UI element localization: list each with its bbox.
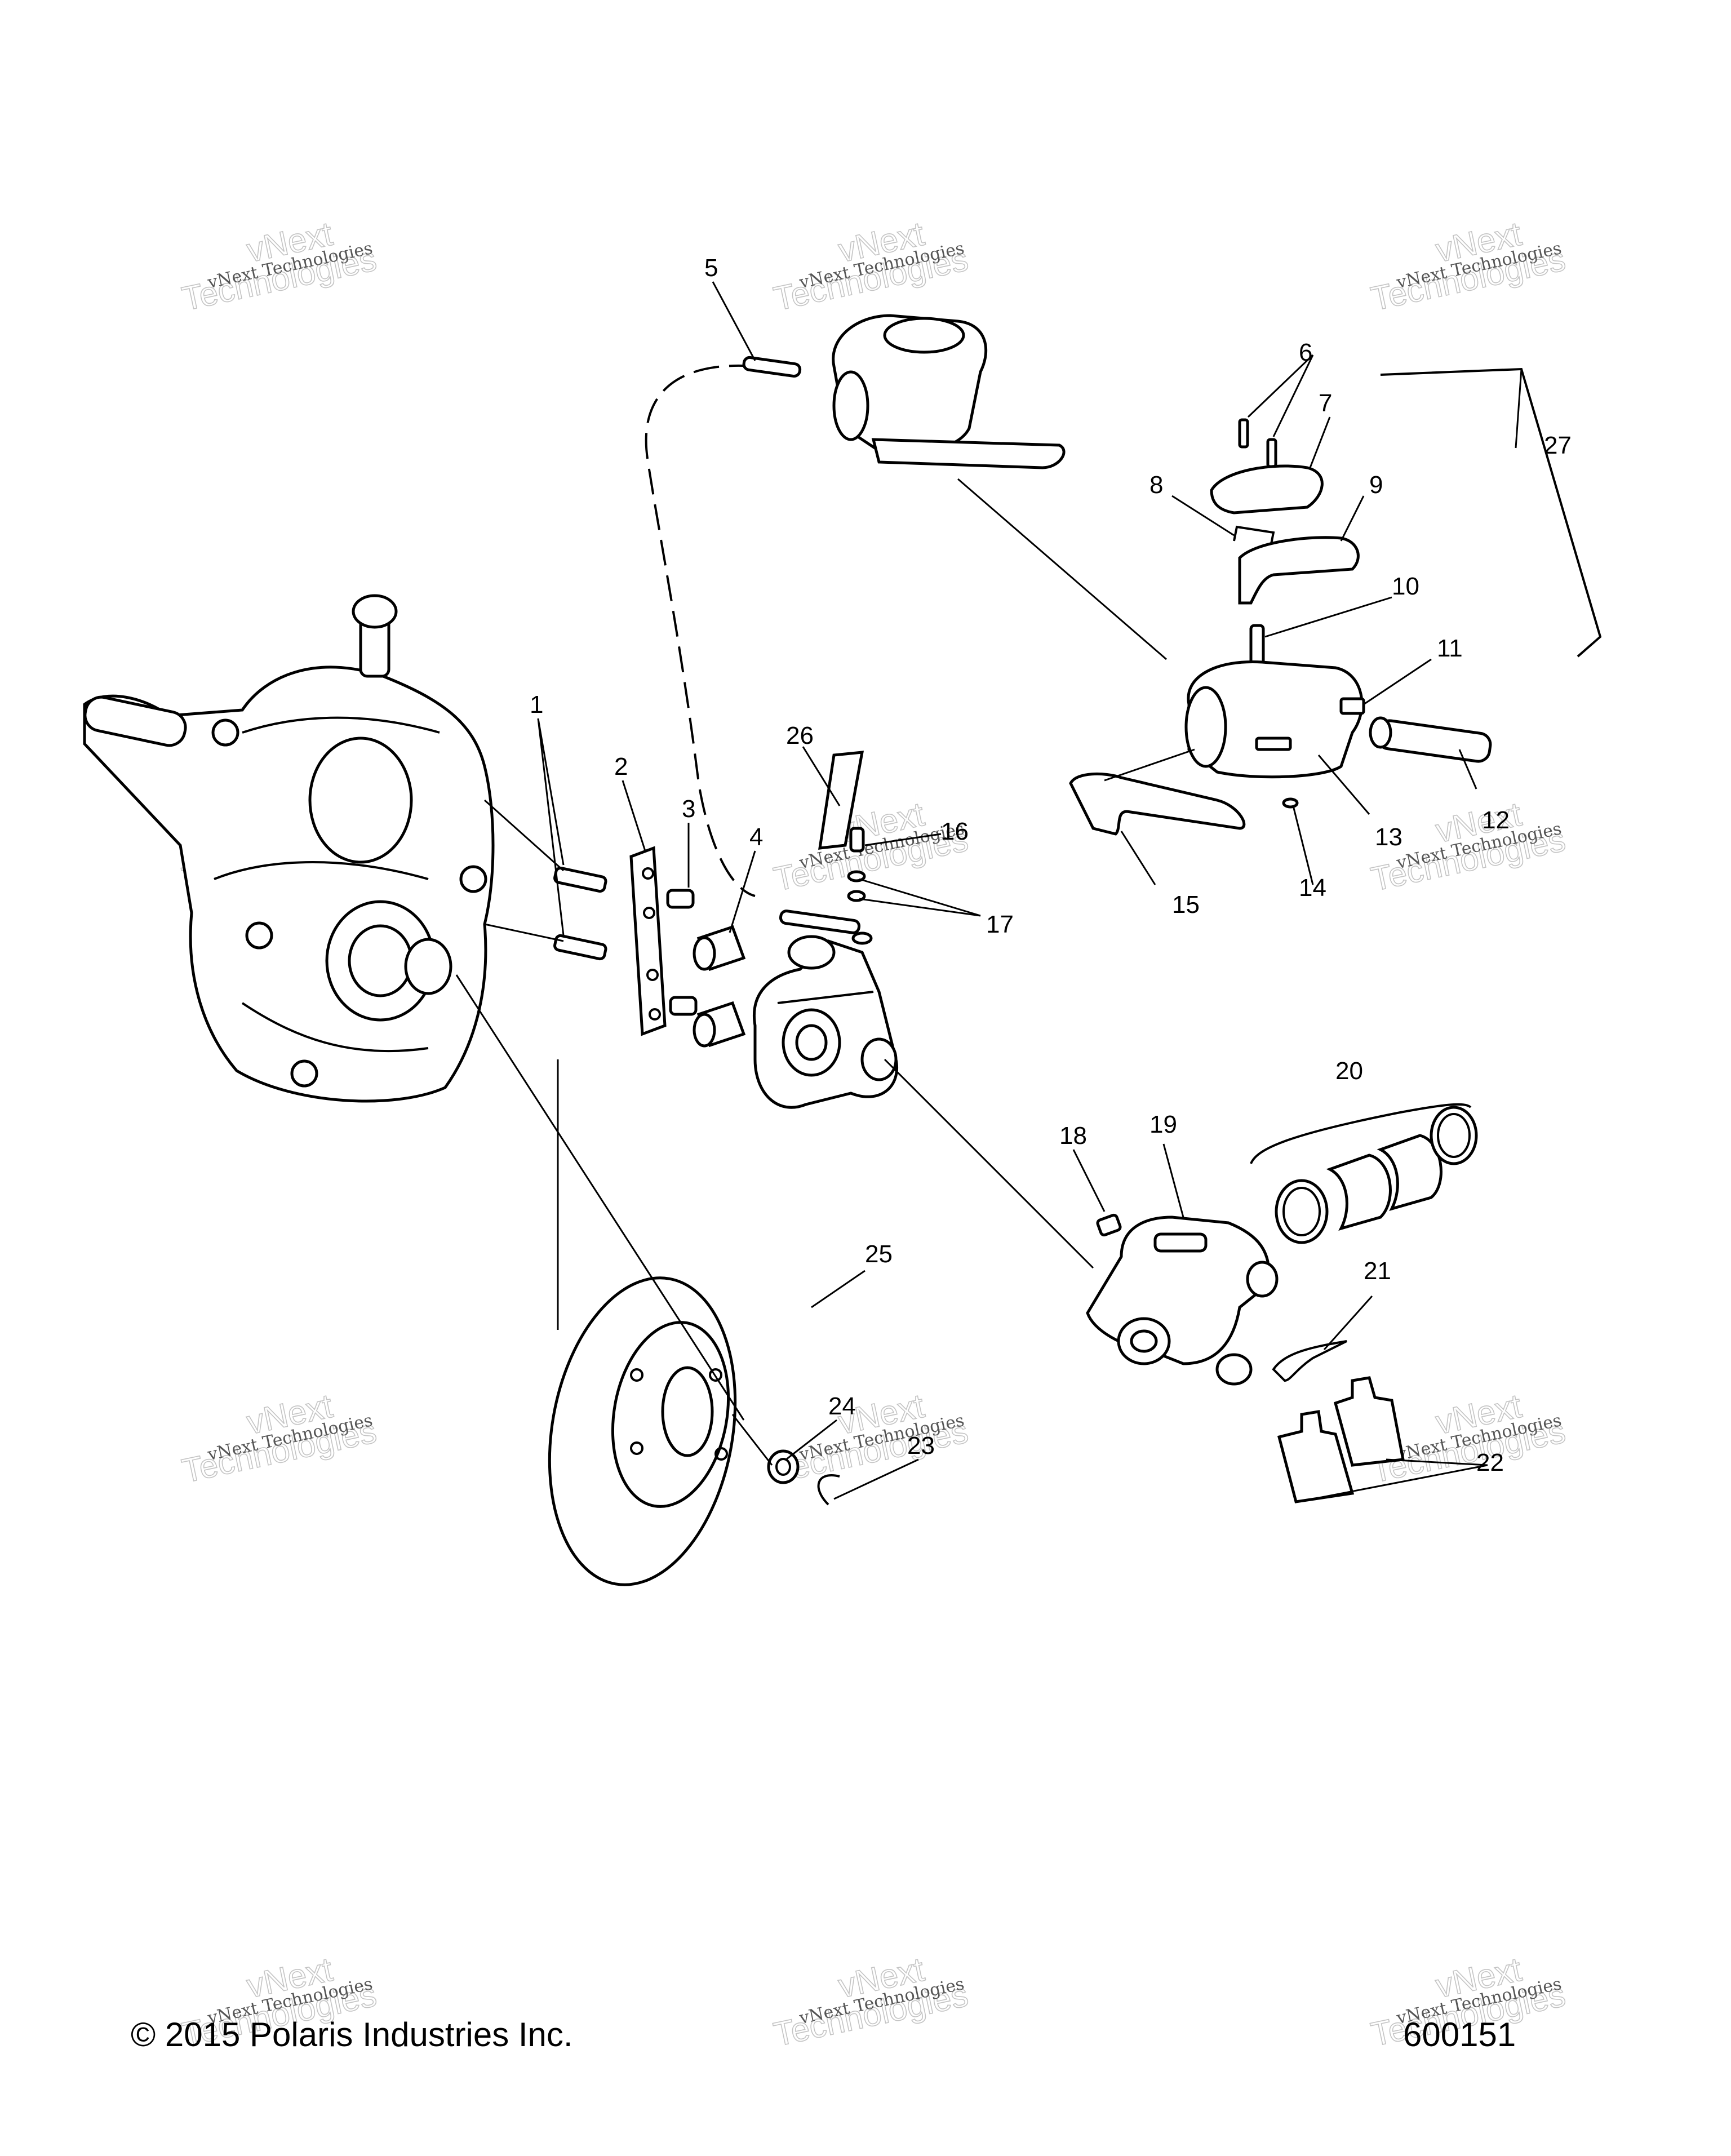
callout-18: 18	[1059, 1122, 1087, 1150]
brake-switch	[1339, 697, 1365, 715]
callout-25: 25	[865, 1240, 893, 1268]
callout-3: 3	[682, 795, 695, 823]
assembly-bracket-27	[1380, 367, 1602, 658]
bushings	[693, 925, 746, 1048]
callout-leaders	[537, 281, 1523, 1500]
brake-disc	[548, 1276, 737, 1586]
o-ring-small	[1282, 797, 1299, 809]
callout-17: 17	[986, 911, 1014, 938]
retaining-clip	[1233, 525, 1275, 547]
callout-16: 16	[941, 818, 969, 845]
copyright-text: © 2015 Polaris Industries Inc.	[131, 2016, 573, 2053]
warning-tag	[818, 751, 864, 850]
callout-27: 27	[1544, 432, 1572, 459]
retaining-ring	[817, 1474, 840, 1506]
brace-20	[1250, 1103, 1472, 1164]
callout-9: 9	[1369, 471, 1383, 499]
mounting-bracket	[629, 846, 667, 1036]
callout-23: 23	[907, 1432, 935, 1459]
callout-15: 15	[1172, 891, 1200, 919]
callout-1: 1	[530, 691, 543, 718]
master-cylinder-body	[1184, 660, 1364, 779]
reservoir-cover	[1210, 464, 1324, 514]
callout-11: 11	[1437, 635, 1463, 662]
callout-20: 20	[1335, 1057, 1363, 1085]
callout-7: 7	[1319, 389, 1332, 417]
brake-lever	[1069, 773, 1246, 836]
callout-14: 14	[1299, 874, 1326, 902]
diagram-id: 600151	[1403, 2016, 1516, 2053]
callout-21: 21	[1364, 1257, 1391, 1285]
callout-12: 12	[1482, 806, 1510, 834]
brake-line-dashed	[645, 365, 756, 897]
callout-6: 6	[1299, 339, 1312, 366]
callout-19: 19	[1149, 1111, 1177, 1138]
caliper-pistons-seals	[1275, 1106, 1478, 1244]
master-piston	[1369, 716, 1492, 763]
caliper-bleeder	[1096, 1213, 1122, 1237]
callout-5: 5	[704, 254, 718, 282]
master-cylinder-assembly	[832, 314, 1066, 469]
callout-22: 22	[1476, 1449, 1504, 1476]
brake-pads	[1277, 1376, 1405, 1503]
cover-screw	[1238, 418, 1249, 449]
callout-10: 10	[1392, 573, 1419, 600]
callout-8: 8	[1149, 471, 1163, 499]
mounting-bolts	[484, 799, 607, 961]
parking-brake-caliper	[753, 935, 898, 1109]
pad-spring	[1272, 1340, 1347, 1382]
parking-lever	[1238, 536, 1360, 605]
brake-caliper	[1086, 1215, 1279, 1386]
callout-2: 2	[614, 753, 628, 780]
callout-4: 4	[749, 823, 763, 851]
bracket-bolt	[666, 889, 695, 909]
callout-26: 26	[786, 722, 814, 749]
brake-line-fitting	[742, 356, 802, 378]
callout-13: 13	[1375, 823, 1402, 851]
callout-24: 24	[828, 1392, 856, 1420]
bleeder-assembly	[779, 827, 873, 945]
transaxle-housing	[83, 594, 495, 1103]
washer	[767, 1449, 800, 1484]
